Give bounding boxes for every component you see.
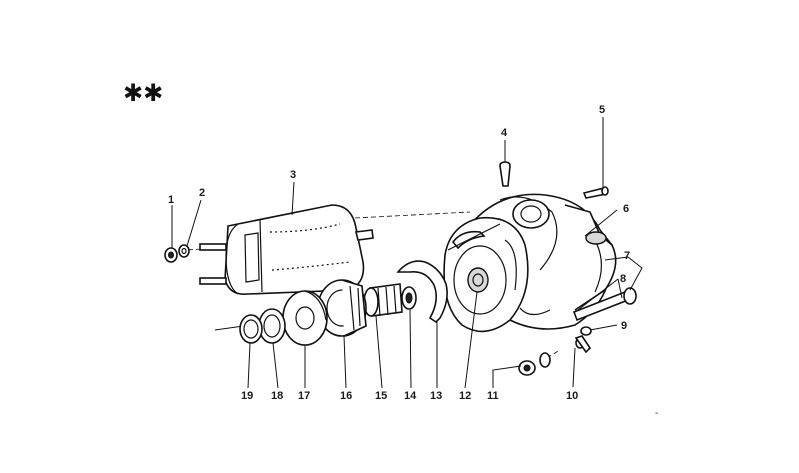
callout-3: 3 bbox=[290, 169, 296, 181]
callout-14: 14 bbox=[404, 390, 417, 402]
part-bolt-4 bbox=[499, 161, 511, 187]
corner-mark: - bbox=[655, 408, 658, 419]
callout-19: 19 bbox=[241, 390, 253, 402]
part-end-plate bbox=[443, 216, 529, 333]
part-overrunning-clutch bbox=[317, 279, 367, 337]
part-snap-ring bbox=[239, 314, 263, 344]
callout-18: 18 bbox=[271, 390, 283, 402]
callout-2: 2 bbox=[199, 187, 205, 199]
callout-16: 16 bbox=[340, 390, 352, 402]
callout-13: 13 bbox=[430, 390, 442, 402]
callout-1: 1 bbox=[168, 194, 174, 206]
callout-5: 5 bbox=[599, 104, 605, 116]
callout-17: 17 bbox=[298, 390, 310, 402]
stars-mark: ✱✱ bbox=[123, 79, 163, 107]
part-retaining-ring bbox=[258, 308, 286, 344]
callout-6: 6 bbox=[623, 203, 629, 215]
callout-10: 10 bbox=[566, 390, 578, 402]
callout-11: 11 bbox=[487, 390, 499, 402]
part-bolt-7 bbox=[572, 287, 637, 322]
part-nut-washer bbox=[164, 244, 190, 263]
part-solenoid bbox=[199, 204, 374, 296]
callout-4: 4 bbox=[501, 127, 508, 139]
callout-leader-lines bbox=[171, 117, 643, 389]
callout-labels: 1 2 3 4 5 6 7 8 9 10 11 12 13 14 15 16 1… bbox=[168, 104, 630, 402]
callout-7: 7 bbox=[624, 250, 630, 262]
part-spring-cup bbox=[282, 290, 328, 346]
part-bushing bbox=[401, 286, 417, 310]
callout-9: 9 bbox=[621, 320, 627, 332]
part-pinion-shaft bbox=[363, 283, 403, 317]
part-small-hardware bbox=[518, 326, 592, 376]
callout-15: 15 bbox=[375, 390, 387, 402]
callout-12: 12 bbox=[459, 390, 471, 402]
callout-8: 8 bbox=[620, 273, 626, 285]
part-screw-5 bbox=[582, 186, 609, 199]
part-shift-lever bbox=[396, 223, 501, 324]
